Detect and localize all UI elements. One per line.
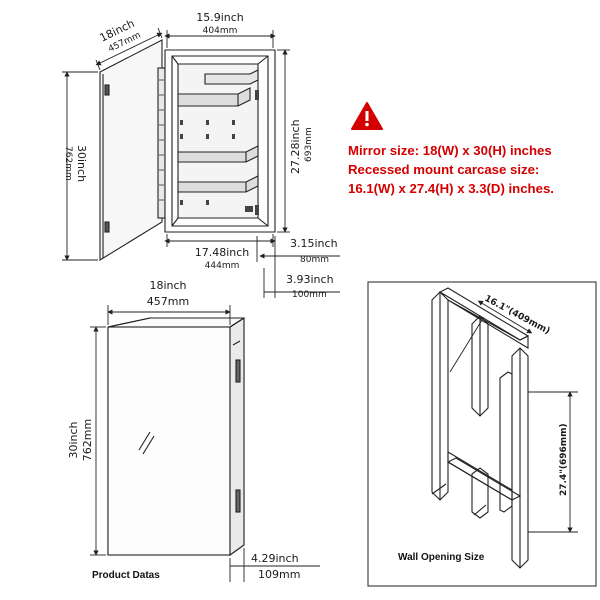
closed-depth-in: 4.29inch	[251, 552, 299, 565]
closed-height-mm: 762mm	[81, 419, 94, 461]
opening-height-label: 27.4"(696mm)	[559, 423, 569, 496]
open-cabinet-view	[99, 39, 276, 261]
depth1-in: 3.15inch	[290, 237, 338, 250]
cabinet-width-in: 15.9inch	[196, 11, 244, 24]
carcase-label-text: Recessed mount carcase size:	[348, 162, 540, 177]
inner-height-in: 27.28inch	[289, 119, 302, 174]
closed-cabinet-view	[107, 316, 245, 557]
door-height-in: 30inch	[75, 145, 88, 182]
outer-width-mm: 444mm	[205, 261, 240, 271]
door-height-mm: 762mm	[63, 146, 73, 181]
carcase-size-text: 16.1(W) x 27.4(H) x 3.3(D) inches.	[348, 181, 554, 196]
wall-opening-box	[367, 281, 597, 587]
exclamation-triangle-icon	[351, 102, 383, 130]
size-note: Mirror size: 18(W) x 30(H) inches Recess…	[348, 141, 598, 198]
cabinet-width-mm: 404mm	[203, 26, 238, 36]
outer-width-in: 17.48inch	[195, 246, 250, 259]
mirror-door	[107, 326, 231, 556]
depth1-mm: 80mm	[300, 255, 329, 265]
depth2-mm: 100mm	[292, 290, 327, 300]
closed-width-in: 18inch	[149, 279, 186, 292]
wall-opening-frame	[431, 287, 530, 569]
closed-height-in: 30inch	[67, 421, 80, 458]
closed-view-labels: 18inch 457mm 30inch 762mm 4.29inch 109mm…	[67, 279, 300, 581]
depth2-in: 3.93inch	[286, 273, 334, 286]
wall-opening-caption: Wall Opening Size	[398, 552, 485, 563]
product-datas-caption: Product Datas	[92, 570, 160, 581]
hinge-strip	[157, 67, 166, 219]
inner-height-mm: 693mm	[304, 127, 314, 162]
wall-opening-labels: 16.1"(409mm) 27.4"(696mm) Wall Opening S…	[398, 294, 569, 563]
mirror-size-text: Mirror size: 18(W) x 30(H) inches	[348, 143, 552, 158]
closed-width-mm: 457mm	[147, 295, 189, 308]
closed-depth-mm: 109mm	[258, 568, 300, 581]
mirror-glint	[138, 431, 151, 451]
